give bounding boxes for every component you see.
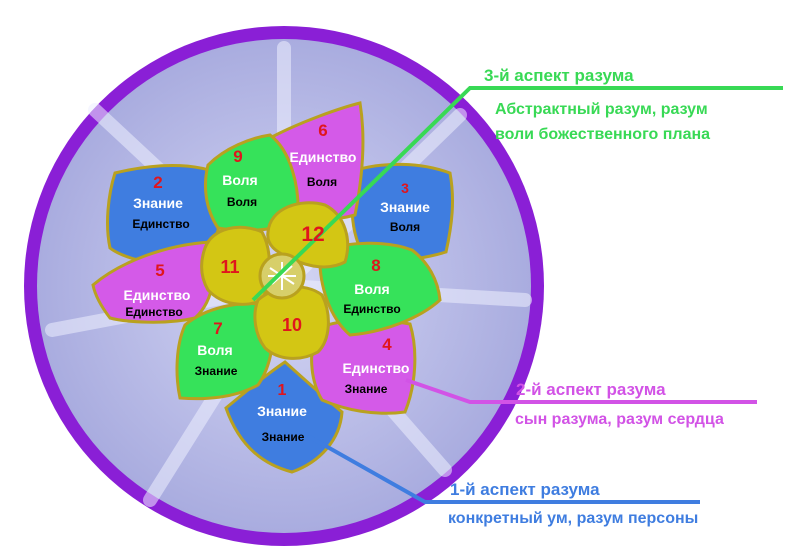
petal-12-number: 12 xyxy=(301,223,324,246)
aspect3-text-line2: воли божественного плана xyxy=(495,126,711,143)
petal-1 xyxy=(224,360,344,474)
petal-2-number: 2 xyxy=(153,173,162,192)
petal-8-label1: Воля xyxy=(354,281,389,297)
aspect2-text-line1: сын разума, разум сердца xyxy=(515,411,724,428)
petal-8-label2: Единство xyxy=(343,302,400,316)
petal-6-label1: Единство xyxy=(290,149,357,165)
petal-1-label2: Знание xyxy=(262,430,305,444)
petal-9-number: 9 xyxy=(233,147,242,166)
aspect3-title: 3-й аспект разума xyxy=(484,66,634,85)
center-spark-icon xyxy=(268,262,296,290)
petal-5-number: 5 xyxy=(155,261,164,280)
aspect2-title: 2-й аспект разума xyxy=(516,380,666,399)
petal-8 xyxy=(318,241,442,337)
petal-7-label1: Воля xyxy=(197,342,232,358)
petal-7-label2: Знание xyxy=(195,364,238,378)
petal-2-label2: Единство xyxy=(132,217,189,231)
petal-9-label2: Воля xyxy=(227,195,257,209)
petal-4-number: 4 xyxy=(382,335,392,354)
aspect3-line xyxy=(251,86,783,302)
petal-4-label2: Знание xyxy=(345,382,388,396)
aspect1-text-line1: конкретный ум, разум персоны xyxy=(448,510,699,527)
petal-2-label1: Знание xyxy=(133,195,183,211)
petal-9-label1: Воля xyxy=(222,172,257,188)
petal-3-label1: Знание xyxy=(380,199,430,215)
petal-1-label1: Знание xyxy=(257,403,307,419)
petal-6-label2: Воля xyxy=(307,175,337,189)
petal-3 xyxy=(350,162,455,264)
petal-3-label2: Воля xyxy=(390,220,420,234)
petal-8-number: 8 xyxy=(371,256,380,275)
petal-5-label2: Единство xyxy=(125,305,182,319)
petal-4-label1: Единство xyxy=(343,360,410,376)
aspect1-title: 1-й аспект разума xyxy=(450,480,600,499)
aspect1-line xyxy=(307,434,700,504)
petal-10-number: 10 xyxy=(282,315,302,335)
petal-7-number: 7 xyxy=(213,319,222,338)
petal-11-number: 11 xyxy=(220,257,239,277)
aspect2-line xyxy=(405,378,757,404)
petal-3-number: 3 xyxy=(401,180,409,196)
petal-1-number: 1 xyxy=(278,382,287,399)
petal-5 xyxy=(91,240,216,324)
petal-6-number: 6 xyxy=(318,121,327,140)
petal-5-label1: Единство xyxy=(124,287,191,303)
aspect3-text-line1: Абстрактный разум, разум xyxy=(495,101,708,118)
